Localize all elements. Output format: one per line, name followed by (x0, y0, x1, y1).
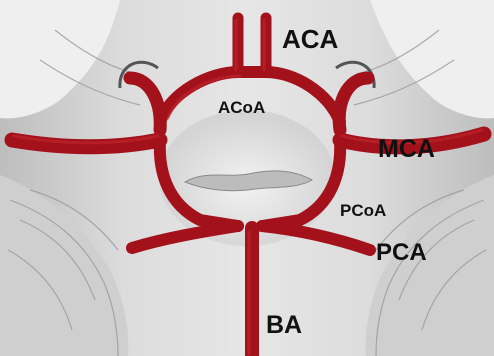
label-pca: PCA (376, 239, 427, 266)
label-aca: ACA (282, 24, 339, 54)
label-ba: BA (266, 311, 302, 339)
label-acoa: ACoA (218, 98, 265, 117)
label-mca: MCA (378, 135, 435, 163)
label-pcoa: PCoA (340, 201, 386, 220)
